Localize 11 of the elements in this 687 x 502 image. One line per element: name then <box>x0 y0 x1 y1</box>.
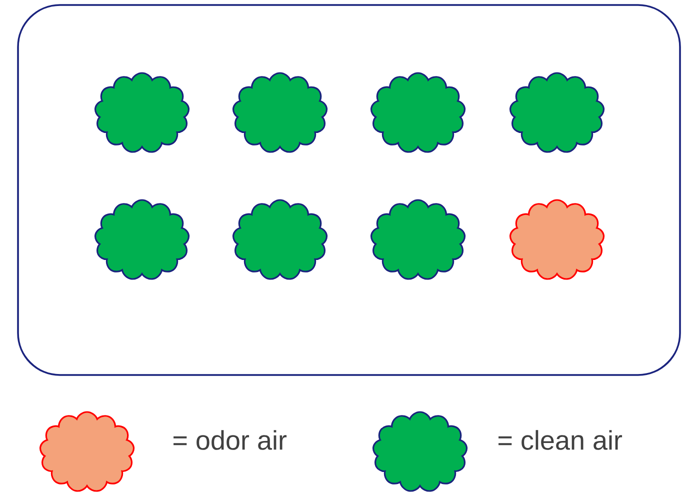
cloud <box>370 72 466 153</box>
cloud <box>94 199 190 280</box>
cloud <box>232 199 328 280</box>
cloud <box>509 72 605 153</box>
cloud <box>232 72 328 153</box>
legend-label: = odor air <box>174 430 287 450</box>
cloud <box>509 199 605 280</box>
cloud <box>370 199 466 280</box>
rounded-frame <box>17 4 681 376</box>
cloud <box>94 72 190 153</box>
legend-label: = clean air <box>498 430 622 450</box>
